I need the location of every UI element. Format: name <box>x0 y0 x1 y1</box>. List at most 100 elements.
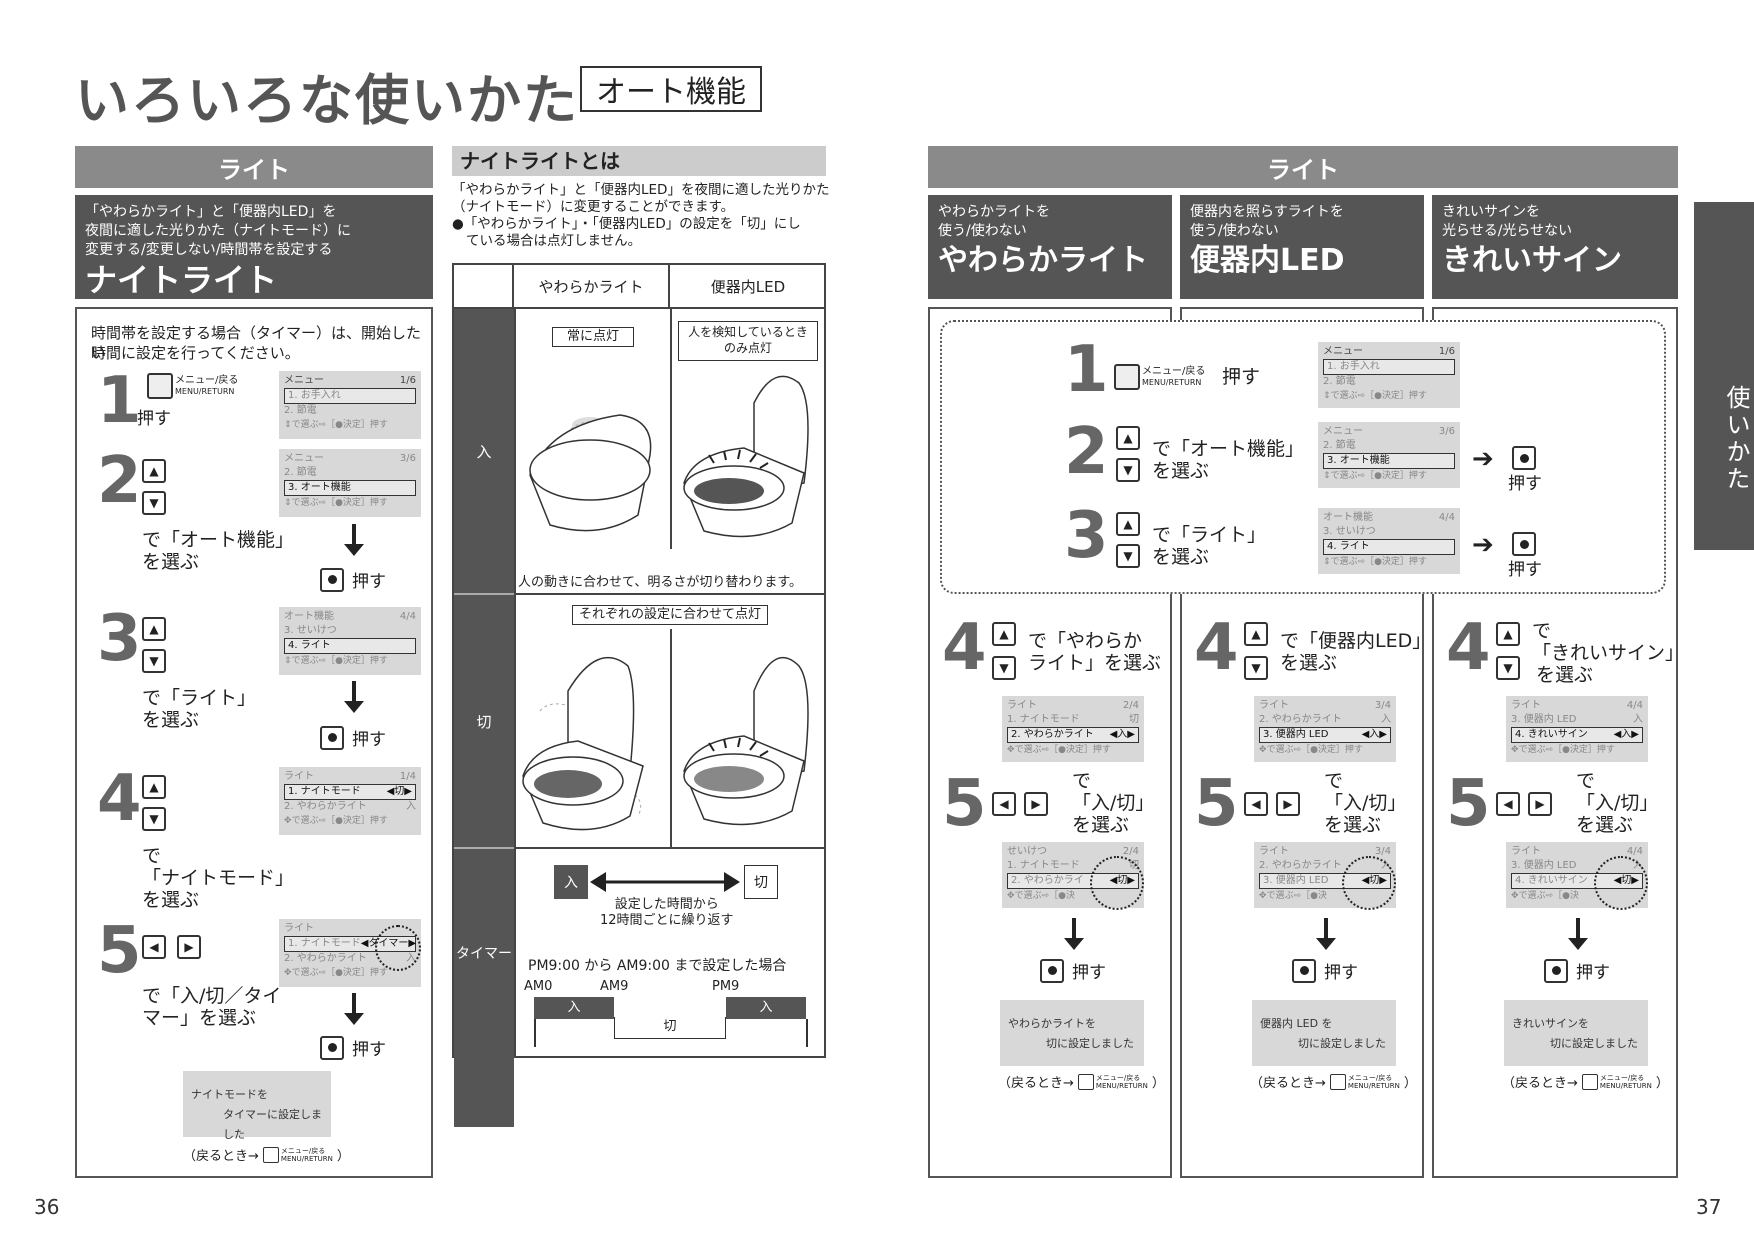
shared-step-2-text-1: で「オート機能」 <box>1152 438 1305 460</box>
menu-return-button-icon[interactable] <box>1581 1073 1598 1090</box>
down-arrow-key[interactable]: ▼ <box>1116 544 1140 568</box>
arrow-down-icon <box>1316 918 1336 950</box>
arrow-down-icon <box>1064 918 1084 950</box>
shared-step-1-text: 押す <box>1222 366 1261 388</box>
step-3-text-2: を選ぶ <box>142 709 200 731</box>
right-arrow-key[interactable]: ▶ <box>1024 792 1048 816</box>
step-4-text-3: を選ぶ <box>142 889 200 911</box>
confirm-message: きれいサインを 切に設定しました <box>1504 1000 1648 1066</box>
c1-step-4-text-1: で「やわらか <box>1028 630 1143 652</box>
col-header-bowl-led: 便器内LED <box>670 265 826 309</box>
up-arrow-key[interactable]: ▲ <box>142 775 166 799</box>
confirm-message: 便器内 LED を 切に設定しました <box>1252 1000 1396 1066</box>
enter-button-icon[interactable] <box>1040 958 1064 983</box>
left-steps-panel: 時間帯を設定する場合（タイマー）は、開始したい 時間に設定を行ってください。 1… <box>75 307 433 1178</box>
enter-button-icon[interactable] <box>1292 958 1316 983</box>
enter-button-icon[interactable] <box>320 725 344 750</box>
per-setting-label: それぞれの設定に合わせて点灯 <box>572 605 768 625</box>
night-light-heading: 「やわらかライト」と「便器内LED」を 夜間に適した光りかた（ナイトモード）に … <box>75 195 433 299</box>
step-4-text-2: 「ナイトモード」 <box>142 867 295 889</box>
up-arrow-key[interactable]: ▲ <box>142 617 166 641</box>
down-arrow-key[interactable]: ▼ <box>142 807 166 831</box>
always-on-label: 常に点灯 <box>552 327 634 347</box>
c2-step-5-text-3: を選ぶ <box>1324 814 1382 836</box>
enter-button-icon[interactable] <box>1512 532 1536 556</box>
timer-example: PM9:00 から AM9:00 まで設定した場合 <box>528 958 787 974</box>
toilet-lid-open-off-image <box>522 657 644 831</box>
right-arrow-key[interactable]: ▶ <box>177 935 201 959</box>
night-light-desc-2: 夜間に適した光りかた（ナイトモード）に <box>85 223 351 239</box>
step-number-5: 5 <box>942 767 987 841</box>
menu-return-button-icon[interactable] <box>147 373 173 399</box>
night-light-about-desc: 「やわらかライト」と「便器内LED」を夜間に適した光りかた （ナイトモード）に変… <box>452 182 830 249</box>
timer-bar-off: 切 <box>614 1017 726 1039</box>
menu-return-button-icon[interactable] <box>1114 364 1140 390</box>
push-enter: 押す <box>320 567 386 592</box>
step-number-4: 4 <box>942 611 987 685</box>
enter-button-icon[interactable] <box>320 1035 344 1060</box>
up-arrow-key[interactable]: ▲ <box>1496 622 1520 646</box>
c1-step-5-text-3: を選ぶ <box>1072 814 1130 836</box>
c1-step-5-text-2: 「入/切」 <box>1072 792 1155 814</box>
left-arrow-key[interactable]: ◀ <box>142 935 166 959</box>
down-arrow-key[interactable]: ▼ <box>1244 656 1268 680</box>
bowl-led-panel <box>1180 307 1424 1178</box>
down-arrow-key[interactable]: ▼ <box>992 656 1016 680</box>
menu-return-button-icon[interactable] <box>262 1146 279 1163</box>
side-tab: 使いかた <box>1694 202 1754 550</box>
c2-step-5-text-1: で <box>1324 770 1344 792</box>
enter-button-icon[interactable] <box>320 567 344 592</box>
title-tag: オート機能 <box>580 66 762 112</box>
menu-return-button-icon[interactable] <box>1077 1073 1094 1090</box>
soft-light-heading: やわらかライトを 使う/使わない やわらかライト <box>928 195 1172 299</box>
up-arrow-key[interactable]: ▲ <box>1116 512 1140 536</box>
left-arrow-key[interactable]: ◀ <box>992 792 1016 816</box>
right-arrow-key[interactable]: ▶ <box>1528 792 1552 816</box>
left-arrow-key[interactable]: ◀ <box>1496 792 1520 816</box>
arrow-down-icon <box>344 993 364 1025</box>
c3-step-5-text-1: で <box>1576 770 1596 792</box>
night-light-table: やわらかライト 便器内LED 入 切 タイマー 常に点灯 人を検知しているときの… <box>452 263 826 1127</box>
step-number-5: 5 <box>97 914 142 988</box>
down-arrow-key[interactable]: ▼ <box>1116 458 1140 482</box>
tick-am9: AM9 <box>600 979 629 994</box>
night-light-title: ナイトライト <box>85 261 278 299</box>
up-arrow-key[interactable]: ▲ <box>1244 622 1268 646</box>
down-arrow-key[interactable]: ▼ <box>142 491 166 515</box>
timer-bar-on-1: 入 <box>534 997 614 1019</box>
step-number-2: 2 <box>1064 415 1109 489</box>
down-arrow-key[interactable]: ▼ <box>1496 656 1520 680</box>
left-arrow-key[interactable]: ◀ <box>1244 792 1268 816</box>
enter-button-icon[interactable] <box>1512 446 1536 470</box>
arrow-right-icon: ➔ <box>1472 444 1494 474</box>
c3-step-4-text-1: で <box>1532 620 1552 642</box>
c2-step-5-text-2: 「入/切」 <box>1324 792 1407 814</box>
down-arrow-key[interactable]: ▼ <box>142 649 166 673</box>
menu-return-button-icon[interactable] <box>1329 1073 1346 1090</box>
up-arrow-key[interactable]: ▲ <box>1116 426 1140 450</box>
enter-button-icon[interactable] <box>1544 958 1568 983</box>
on-note: 人の動きに合わせて、明るさが切り替わります。 <box>518 575 803 590</box>
c1-step-4-text-2: ライト」を選ぶ <box>1028 652 1162 674</box>
shared-step-3-text-1: で「ライト」 <box>1152 524 1267 546</box>
bowl-led-heading: 便器内を照らすライトを 使う/使わない 便器内LED <box>1180 195 1424 299</box>
timer-bar-on-2: 入 <box>726 997 806 1019</box>
up-arrow-key[interactable]: ▲ <box>142 459 166 483</box>
night-light-about-header: ナイトライトとは <box>452 146 826 176</box>
right-arrow-key[interactable]: ▶ <box>1276 792 1300 816</box>
up-arrow-key[interactable]: ▲ <box>992 622 1016 646</box>
step-number-3: 3 <box>1064 499 1109 573</box>
